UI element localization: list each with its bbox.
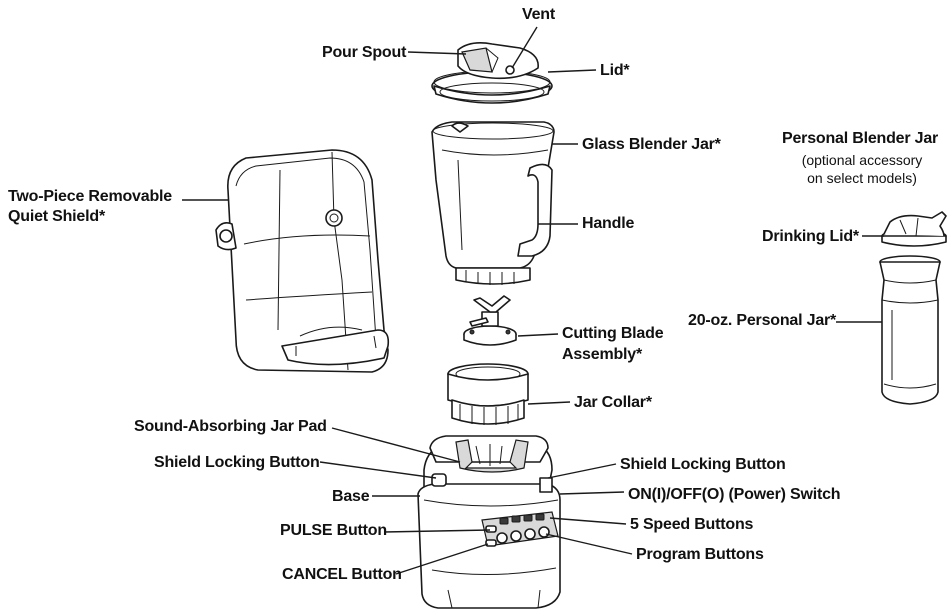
- base-illustration: [417, 435, 561, 609]
- label-handle: Handle: [582, 215, 635, 232]
- label-cutting-blade-line2: Assembly*: [562, 346, 643, 363]
- label-jar-collar: Jar Collar*: [574, 394, 652, 411]
- label-shield-lock-right: Shield Locking Button: [620, 456, 786, 473]
- label-power-switch: ON(I)/OFF(O) (Power) Switch: [628, 486, 841, 503]
- pour-spout-leader: [407, 51, 467, 55]
- label-quiet-shield-line2: Quiet Shield*: [8, 208, 105, 225]
- shield-lock-right-leader: [547, 463, 617, 479]
- lid-leader: [547, 69, 597, 73]
- label-quiet-shield-line1: Two-Piece Removable: [8, 188, 172, 205]
- label-personal-jar: 20-oz. Personal Jar*: [688, 312, 837, 329]
- label-pour-spout: Pour Spout: [322, 44, 407, 61]
- label-glass-jar: Glass Blender Jar*: [582, 136, 721, 153]
- program-buttons-leader: [545, 533, 633, 555]
- label-personal-jar-title: Personal Blender Jar: [782, 130, 939, 147]
- pulse-leader: [383, 529, 491, 533]
- jar-collar-illustration: [447, 363, 529, 425]
- label-cutting-blade-line1: Cutting Blade: [562, 325, 664, 342]
- label-speed-buttons: 5 Speed Buttons: [630, 516, 754, 533]
- drinking-lid-illustration: [881, 211, 947, 247]
- speed-buttons-leader: [549, 517, 627, 525]
- lid-illustration: [431, 42, 553, 104]
- vent-leader: [511, 26, 538, 69]
- label-personal-jar-note-line1: (optional accessory: [801, 152, 923, 168]
- personal-jar-illustration: [879, 255, 941, 405]
- power-switch-leader: [559, 491, 625, 495]
- label-base: Base: [332, 488, 370, 505]
- label-pulse: PULSE Button: [280, 522, 387, 539]
- label-lid: Lid*: [600, 62, 630, 79]
- glass-jar-illustration: [431, 121, 555, 285]
- shield-lock-left-leader: [319, 461, 437, 479]
- label-personal-jar-note-line2: on select models): [807, 170, 917, 186]
- jar-collar-leader: [527, 401, 571, 405]
- label-program-buttons: Program Buttons: [636, 546, 764, 563]
- cancel-leader: [395, 543, 489, 575]
- cutting-blade-leader: [517, 333, 559, 337]
- label-cancel: CANCEL Button: [282, 566, 402, 583]
- label-vent: Vent: [522, 6, 555, 23]
- label-jar-pad: Sound-Absorbing Jar Pad: [134, 418, 327, 435]
- label-drinking-lid: Drinking Lid*: [762, 228, 859, 245]
- quiet-shield-illustration: [215, 149, 390, 373]
- cutting-blade-illustration: [463, 295, 517, 346]
- jar-pad-leader: [331, 427, 461, 463]
- label-shield-lock-left: Shield Locking Button: [154, 454, 320, 471]
